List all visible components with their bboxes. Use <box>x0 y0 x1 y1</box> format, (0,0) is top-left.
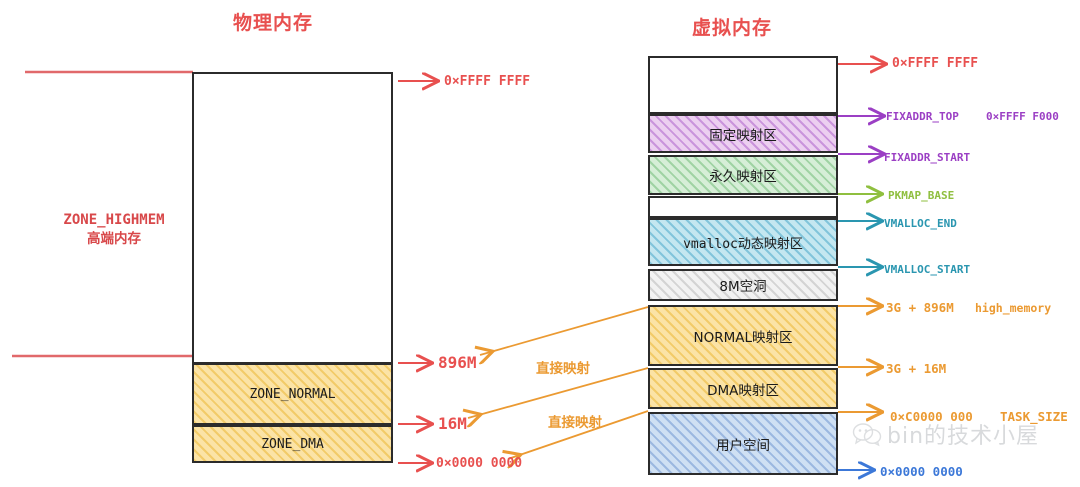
marker-virt-task-size: TASK_SIZE <box>1000 409 1068 424</box>
physical-band-highmem[interactable] <box>192 72 393 364</box>
wechat-icon <box>852 423 882 447</box>
zone-highmem-name: ZONE_HIGHMEM <box>63 212 165 228</box>
virtual-band-user-space[interactable]: 用户空间 <box>648 412 838 475</box>
physical-band-zone-dma[interactable]: ZONE_DMA <box>192 425 393 463</box>
physical-band-zone-normal-label: ZONE_NORMAL <box>249 386 336 402</box>
marker-virt-fixaddr-start: FIXADDR_START <box>884 151 971 164</box>
marker-virt-0xc0000000: 0×C0000 000 <box>890 409 973 424</box>
direct-mapping-caption-dma: 直接映射 <box>548 415 602 431</box>
zone-highmem-cn: 高端内存 <box>87 231 141 248</box>
virtual-band-pkmap-label: 永久映射区 <box>709 169 777 185</box>
virtual-band-dma-map[interactable]: DMA映射区 <box>648 368 838 409</box>
virtual-band-fixmap-label: 固定映射区 <box>709 127 777 144</box>
marker-phys-16m: 16M <box>438 414 467 433</box>
virtual-band-8m-hole[interactable]: 8M空洞 <box>648 269 838 301</box>
marker-virt-0x00000000: 0×0000 0000 <box>880 464 963 479</box>
virtual-band-dma-map-label: DMA映射区 <box>707 382 779 399</box>
marker-virt-fixaddr-top: FIXADDR_TOP <box>886 110 959 123</box>
marker-virt-vmalloc-start: VMALLOC_START <box>884 263 971 276</box>
virtual-band-fixmap[interactable]: 固定映射区 <box>648 114 838 153</box>
marker-virt-pkmap-base: PKMAP_BASE <box>888 189 955 202</box>
zone-highmem-annotation: ZONE_HIGHMEM 高端内存 <box>34 210 194 250</box>
page-title-virtual: 虚拟内存 <box>692 17 773 39</box>
virtual-band-gap-vmalloc-end[interactable] <box>648 196 838 218</box>
physical-band-zone-normal[interactable]: ZONE_NORMAL <box>192 363 393 425</box>
marker-virt-0xffffffff: 0×FFFF FFFF <box>892 56 979 71</box>
virtual-band-normal-map[interactable]: NORMAL映射区 <box>648 305 838 366</box>
virtual-band-pkmap[interactable]: 永久映射区 <box>648 155 838 195</box>
marker-virt-fixaddr-top-value: 0×FFFF F000 <box>986 110 1059 123</box>
virtual-band-normal-map-label: NORMAL映射区 <box>693 329 793 346</box>
marker-virt-vmalloc-end: VMALLOC_END <box>884 217 957 230</box>
physical-band-zone-dma-label: ZONE_DMA <box>261 436 324 452</box>
virtual-band-8m-hole-label: 8M空洞 <box>719 279 767 295</box>
marker-virt-3g-16m: 3G + 16M <box>886 361 947 376</box>
virtual-band-vmalloc-label: vmalloc动态映射区 <box>683 236 803 252</box>
marker-phys-896m: 896M <box>438 353 477 372</box>
virtual-band-vmalloc[interactable]: vmalloc动态映射区 <box>648 218 838 266</box>
marker-virt-3g-896m: 3G + 896M <box>886 300 954 315</box>
marker-phys-0x00000000: 0×0000 0000 <box>436 456 523 471</box>
virtual-band-user-space-label: 用户空间 <box>716 437 770 454</box>
virtual-band-top-gap[interactable] <box>648 56 838 114</box>
marker-phys-0xffffffff: 0×FFFF FFFF <box>444 74 531 89</box>
direct-map-arrow-normal-top <box>480 306 649 355</box>
marker-virt-high-memory: high_memory <box>975 301 1052 315</box>
direct-mapping-caption-normal: 直接映射 <box>536 361 590 377</box>
page-title-physical: 物理内存 <box>233 12 314 34</box>
